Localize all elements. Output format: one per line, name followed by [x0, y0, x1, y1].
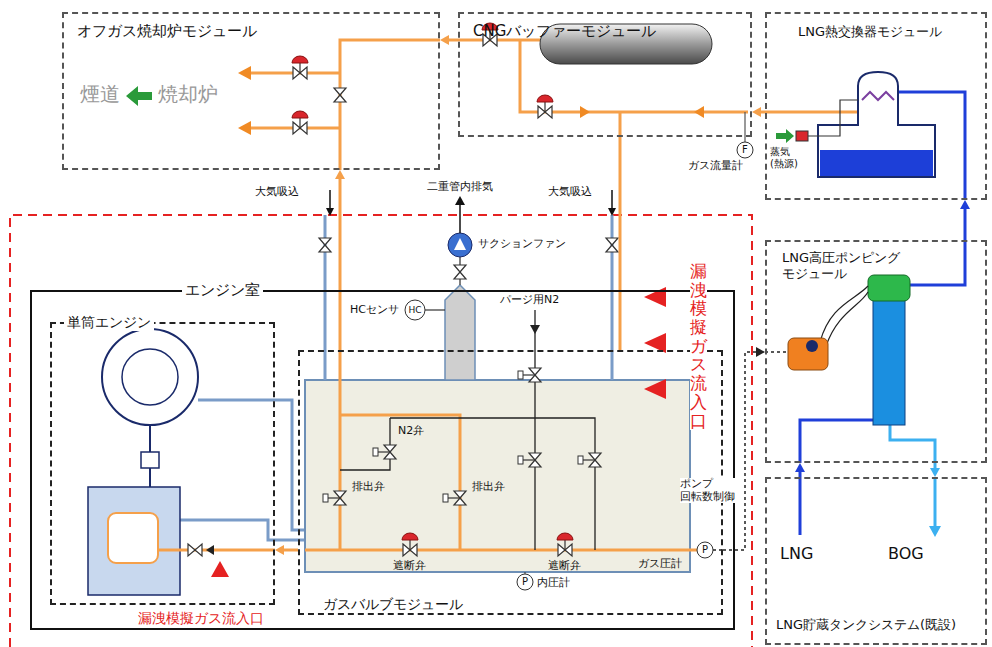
part-name: サクションファン [478, 238, 566, 251]
pipe-line [619, 137, 622, 350]
instrument-tag: P [702, 545, 708, 555]
instrument-tag: HC [408, 306, 421, 315]
leak-inlet-note: 漏洩模擬ガス流入口 [138, 610, 264, 626]
cng-buffer-drawing [458, 23, 753, 158]
arrow-head [795, 463, 805, 472]
instrument-name: ガス流量計 [688, 160, 743, 173]
module-title: エンジン室 [182, 281, 263, 299]
module-title: 単筒エンジン [64, 314, 154, 331]
pipe-connector [620, 137, 621, 350]
module-title: LNG高圧ポンピング モジュール [779, 250, 935, 281]
instrument-tag: P [522, 577, 528, 587]
valve-name: 排出弁 [352, 481, 385, 494]
pipe-connector [275, 545, 298, 555]
instrument-name: ガス圧計 [638, 558, 682, 571]
arrow-head [752, 107, 761, 117]
instrument-name: 内圧計 [537, 577, 570, 590]
module-title: LNG熱交換器モジュール [795, 24, 945, 40]
pipe-connector [752, 107, 765, 117]
part-name: 蒸気 (熱源) [770, 146, 806, 169]
area-text: 焼却炉 [158, 83, 218, 106]
signal-name: ポンプ 回転数制御 [680, 478, 742, 503]
valve-name: 排出弁 [472, 481, 505, 494]
flow-note: 大気吸込 [255, 186, 299, 199]
engine-box: 単筒エンジン [50, 322, 275, 605]
gas-valve-drawing [305, 190, 723, 590]
pipe-connector [440, 35, 458, 45]
test-area-boundary [10, 215, 752, 647]
cng-buffer-module: CNGバッファーモジュール [458, 12, 752, 137]
pump-module: LNG高圧ポンピング モジュール [765, 240, 987, 463]
part-name: パージ用N2 [500, 294, 559, 307]
module-title: オフガス焼却炉モジュール [74, 22, 260, 40]
arrow-head [756, 347, 765, 357]
engine-drawing [88, 329, 305, 595]
pipe-line [964, 206, 967, 240]
area-text: 煙道 [80, 83, 120, 106]
arrow-head [275, 545, 284, 555]
instrument-name: HCセンサ [350, 304, 399, 317]
arrow-head [440, 35, 449, 45]
module-title: ガスバルブモジュール [320, 596, 466, 613]
flow-note: 二重管内排気 [427, 181, 493, 194]
line-name: LNG [780, 545, 813, 563]
pipe-connector [960, 200, 970, 240]
pipe-connector [795, 463, 805, 477]
line-name: BOG [888, 545, 924, 563]
instrument-tag: F [742, 145, 748, 155]
pump-drawing [765, 240, 965, 463]
pipe-connector [930, 463, 940, 477]
arrow-head [930, 468, 940, 477]
pipe-line [339, 176, 342, 350]
pipe-connector [335, 170, 345, 350]
heat-exchanger-drawing [765, 72, 965, 200]
pipe-connector [723, 347, 765, 550]
incinerator-drawing [126, 40, 440, 170]
valve-name: 遮断弁 [548, 560, 581, 573]
flow-note: 大気吸込 [548, 186, 592, 199]
leak-inlet-note: 漏洩模擬ガス流入口 [690, 262, 707, 430]
engine-room: エンジン室単筒エンジンガスバルブモジュール [30, 290, 735, 630]
module-title: LNG貯蔵タンクシステム(既設) [773, 617, 959, 633]
valve-name: N2弁 [398, 425, 424, 438]
arrow-head [335, 170, 345, 179]
heat-exchanger-module: LNG熱交換器モジュール [765, 12, 987, 200]
arrow-head [960, 200, 970, 209]
pipe-line [723, 352, 759, 550]
tank-drawing [800, 477, 941, 537]
module-title: CNGバッファーモジュール [470, 22, 659, 40]
valve-name: 遮断弁 [393, 560, 426, 573]
